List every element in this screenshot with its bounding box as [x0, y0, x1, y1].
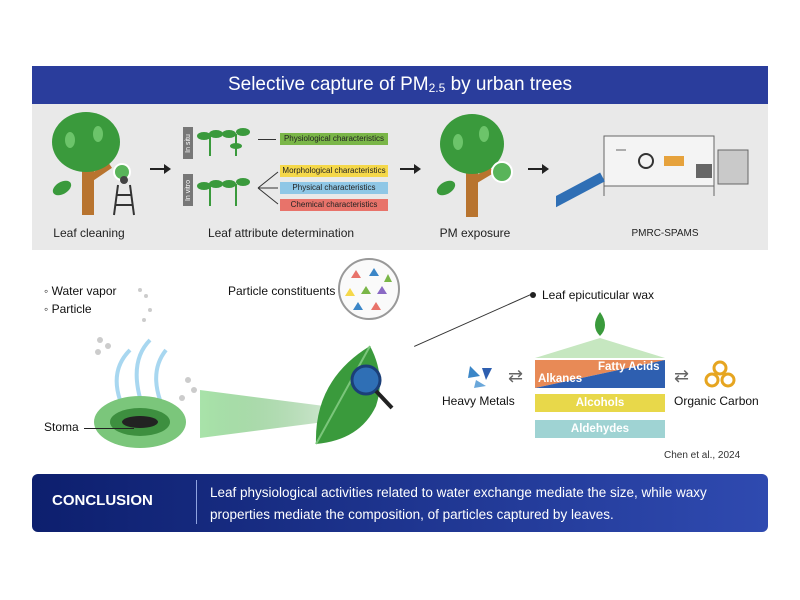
heavy-metals-label: Heavy Metals [442, 394, 515, 408]
arrow-head [164, 164, 171, 174]
legend-particle: ◦ Particle [44, 302, 92, 316]
arrow-head [414, 164, 421, 174]
spams-instrument-illustration [556, 135, 749, 208]
tree-exposure-illustration [436, 114, 513, 217]
tree-ladder-illustration [52, 112, 135, 216]
in-situ-tag: In situ [183, 127, 193, 159]
step-pmrc-spams: PMRC-SPAMS [631, 228, 699, 239]
physiological-bar: Physiological characteristics [280, 133, 388, 145]
step-pm-exposure: PM exposure [439, 226, 511, 240]
wax-fatty-alkanes-block [535, 360, 665, 388]
exchange-icon: ⇄ [508, 366, 524, 386]
legend-water-vapor: ◦ Water vapor [44, 284, 117, 298]
arrow [258, 139, 276, 140]
in-vitro-tag: In vitro [183, 174, 193, 206]
wax-drop-icon [595, 312, 605, 336]
stoma-illustration [94, 288, 197, 448]
heavy-metals-icon [468, 366, 492, 388]
wax-triangle [535, 338, 665, 358]
physical-bar: Physical characteristics [280, 182, 388, 194]
stoma-pointer [84, 428, 134, 429]
conclusion-text: Leaf physiological activities related to… [210, 485, 707, 522]
particle-constituents-label: Particle constituents [228, 284, 336, 298]
wax-fatty-acids: Fatty Acids [598, 361, 660, 373]
conclusion-title: CONCLUSION [52, 492, 153, 509]
divider [196, 480, 197, 524]
wax-pointer-dot [530, 292, 536, 298]
citation: Chen et al., 2024 [664, 450, 741, 461]
seedlings-icon [197, 178, 250, 207]
wax-pointer [414, 293, 534, 347]
page-title: Selective capture of PM2.5 by urban tree… [227, 74, 573, 95]
morphological-bar: Morphological characteristics [280, 165, 388, 177]
conclusion-box [32, 474, 768, 532]
step-leaf-attribute: Leaf attribute determination [207, 226, 355, 240]
title-banner [32, 66, 768, 104]
leaf-wax-label: Leaf epicuticular wax [542, 288, 655, 302]
organic-carbon-label: Organic Carbon [674, 394, 759, 408]
organic-carbon-icon [704, 360, 736, 388]
particle-constituents-circle [338, 258, 400, 320]
arrow [528, 168, 544, 170]
leaf-magnifier-illustration [315, 345, 394, 445]
wax-alcohols: Alcohols [535, 394, 665, 412]
seedlings-icon [197, 128, 250, 157]
wax-alkanes: Alkanes [538, 373, 583, 385]
light-beam [200, 390, 340, 438]
step-leaf-cleaning: Leaf cleaning [53, 226, 125, 240]
arrow [150, 168, 166, 170]
exchange-icon: ⇄ [674, 366, 690, 386]
branch-arrows-icon [257, 171, 279, 205]
stoma-label: Stoma [44, 420, 79, 434]
arrow-head [542, 164, 549, 174]
arrow [400, 168, 416, 170]
wax-aldehydes: Aldehydes [535, 420, 665, 438]
chemical-bar: Chemical characteristics [280, 199, 388, 211]
